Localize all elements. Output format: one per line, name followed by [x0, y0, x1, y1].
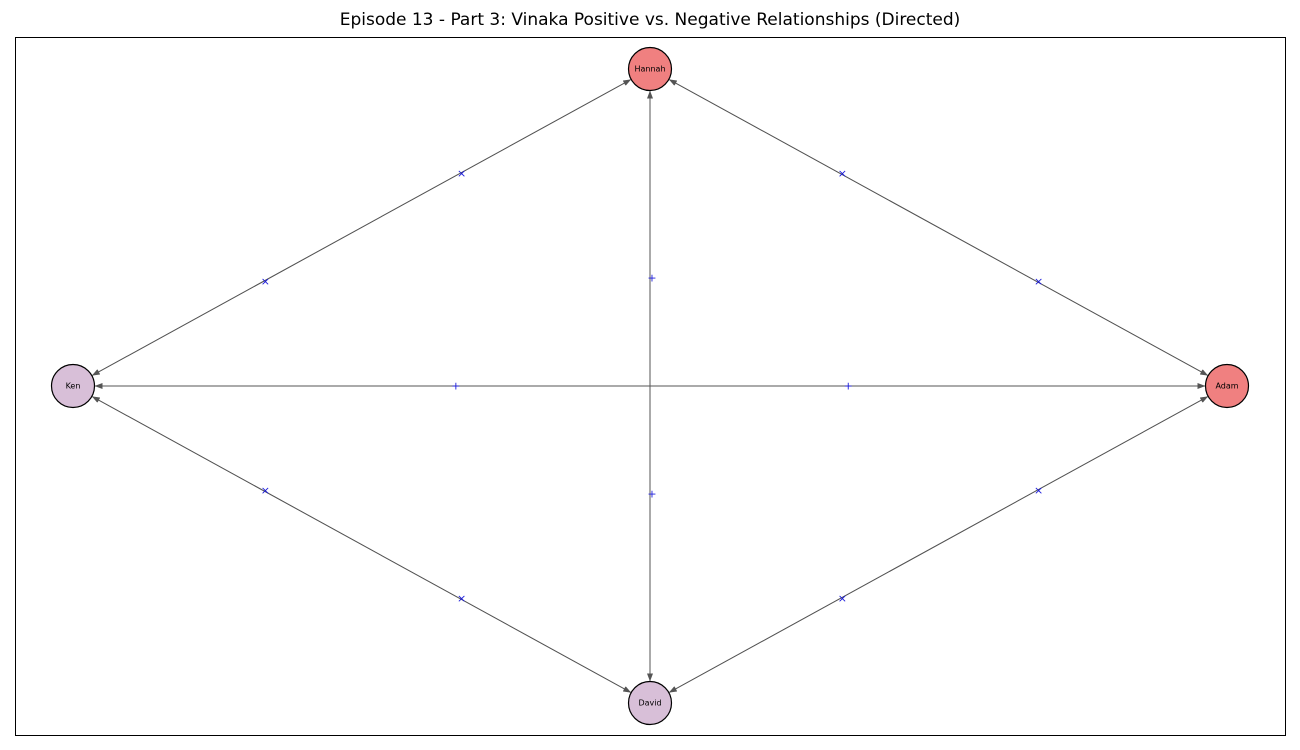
edge-david-to-adam: [668, 396, 1209, 694]
node-adam[interactable]: Adam: [1204, 363, 1250, 409]
edge-label-adam-to-hannah: ×: [1034, 275, 1043, 288]
edge-label-hannah-to-ken: ×: [457, 167, 466, 180]
node-label: Adam: [1215, 382, 1238, 391]
edge-labels-layer: × × × × + + + + × × × ×: [261, 167, 1043, 605]
edge-label-ken-to-hannah: ×: [261, 275, 270, 288]
edge-label-david-to-adam: ×: [838, 592, 847, 605]
node-circle: [50, 363, 96, 409]
edge-david-to-ken: [91, 396, 632, 694]
edge-label-david-to-ken: ×: [457, 592, 466, 605]
node-circle: [627, 46, 673, 92]
node-label: David: [638, 699, 661, 708]
edge-label-hannah-to-adam: ×: [838, 167, 847, 180]
diagram-title: Episode 13 - Part 3: Vinaka Positive vs.…: [339, 10, 961, 30]
node-label: Hannah: [634, 65, 665, 74]
node-circle: [627, 680, 673, 726]
edge-hannah-to-ken: [91, 78, 632, 376]
node-label: Ken: [66, 382, 81, 391]
node-hannah[interactable]: Hannah: [627, 46, 673, 92]
edge-label-adam-to-ken: +: [844, 380, 853, 393]
edges-layer: [91, 78, 1209, 694]
edge-label-david-to-hannah: +: [647, 487, 656, 500]
edge-label-adam-to-david: ×: [1034, 484, 1043, 497]
node-david[interactable]: David: [627, 680, 673, 726]
edge-label-ken-to-adam: +: [451, 380, 460, 393]
edge-label-ken-to-david: ×: [261, 484, 270, 497]
node-circle: [1204, 363, 1250, 409]
plot-frame: [15, 37, 1286, 736]
edge-label-hannah-to-david: +: [647, 272, 656, 285]
node-ken[interactable]: Ken: [50, 363, 96, 409]
edge-hannah-to-adam: [668, 78, 1209, 376]
